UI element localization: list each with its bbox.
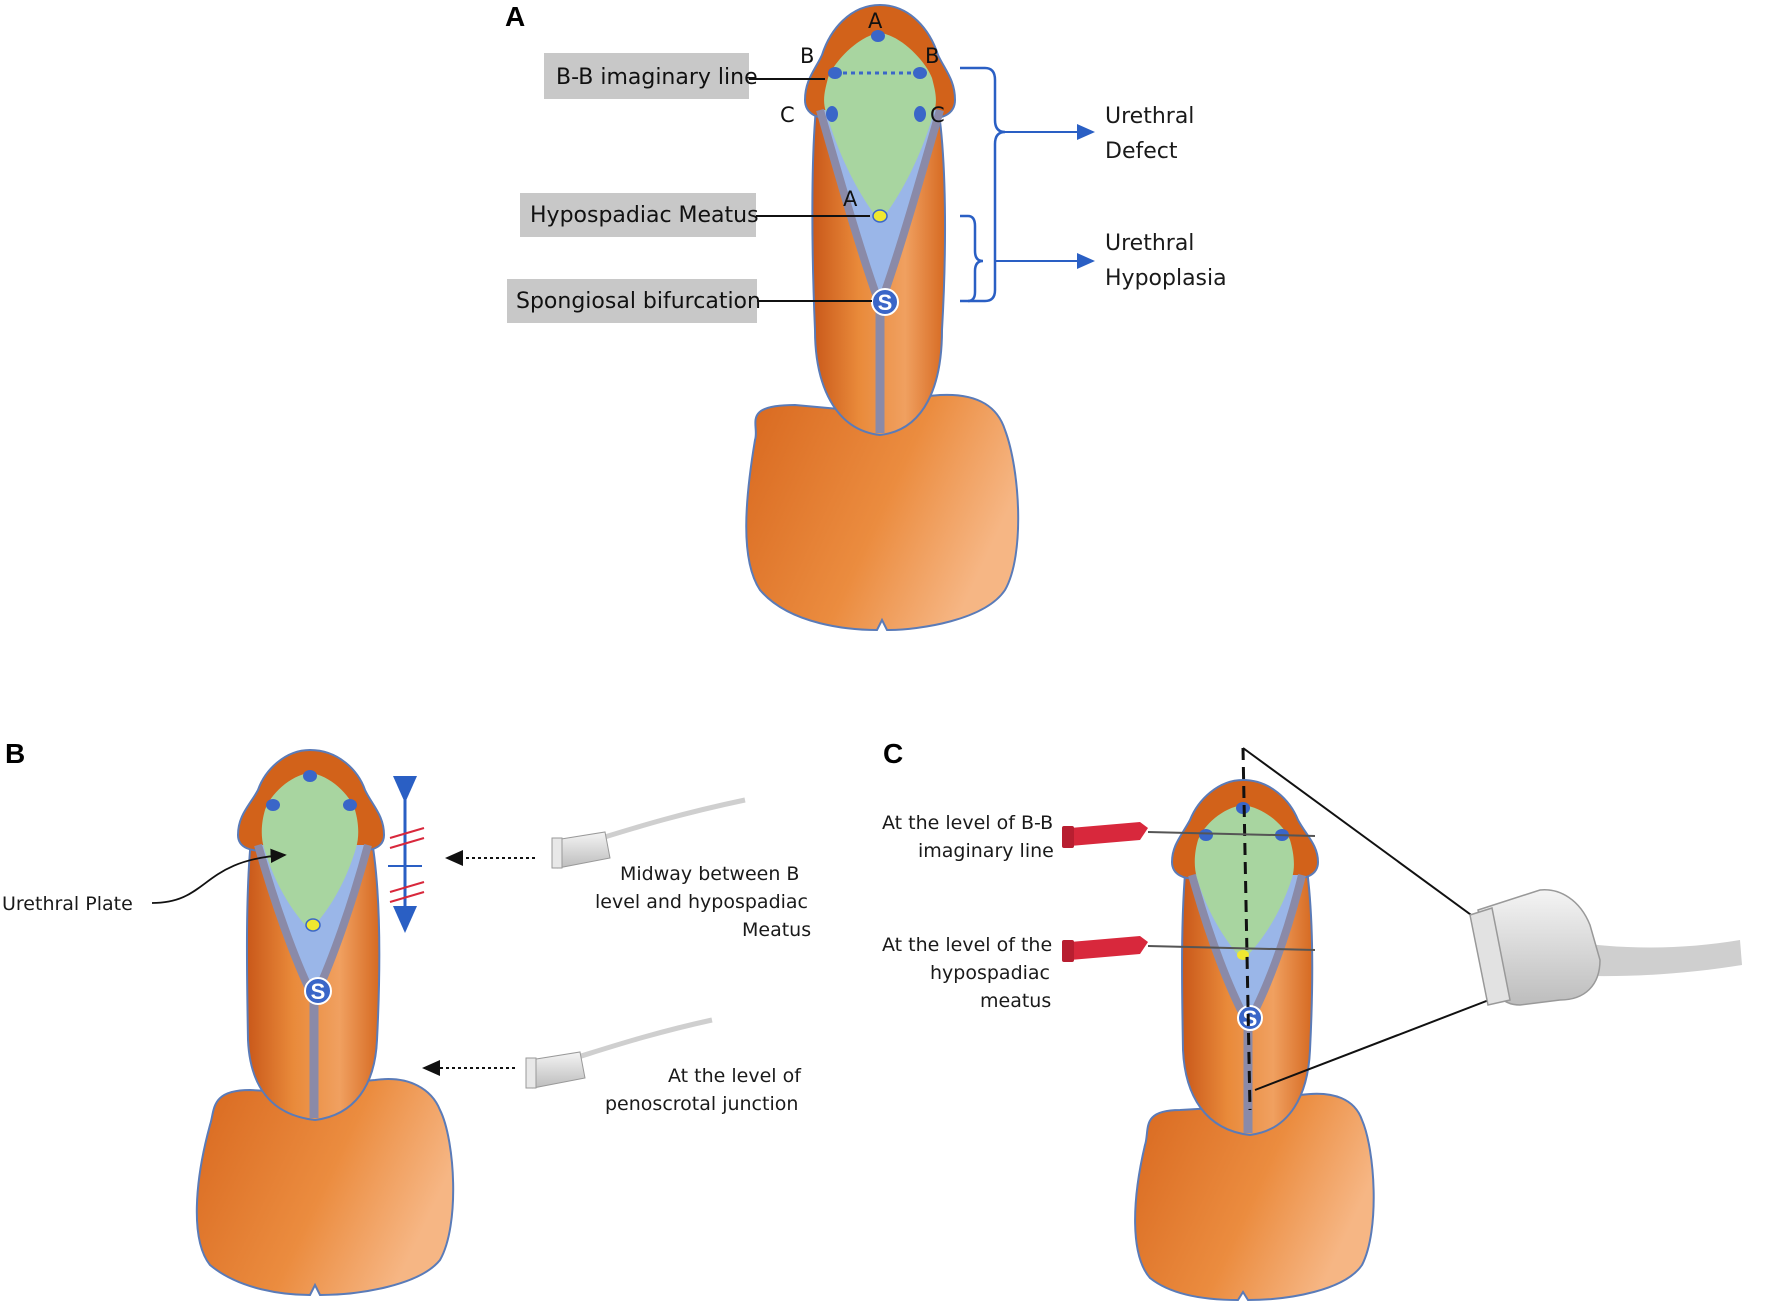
panel-c-needle-1: [1062, 822, 1316, 848]
panel-b-probe2-line2: penoscrotal junction: [605, 1093, 798, 1115]
panel-a-defect-line1: Urethral: [1105, 104, 1194, 129]
panel-a-box-bifurcation-text: Spongiosal bifurcation: [516, 289, 761, 314]
panel-b-letter: B: [5, 738, 25, 769]
panel-b-ultrasound-probe-1: [551, 797, 746, 869]
panel-a-s-label: S: [878, 290, 893, 315]
panel-c-needle2-line2: hypospadiac: [930, 962, 1050, 984]
panel-b-probe1-line3: Meatus: [742, 919, 811, 941]
panel-c-probe-field-top: [1242, 747, 1479, 921]
panel-a-urethral-plate: [824, 33, 936, 215]
panel-a-label-b-right: B: [925, 44, 939, 68]
panel-a-label-c-right: C: [930, 103, 945, 127]
panel-a-letter: A: [505, 1, 525, 32]
panel-b-urethral-plate-pointer: [151, 848, 287, 904]
panel-b-probe1-line2: level and hypospadiac: [595, 891, 808, 913]
panel-a-point-b-right: [913, 67, 927, 79]
panel-c-needle1-line2: imaginary line: [918, 840, 1054, 862]
panel-a-hypoplasia-line2: Hypoplasia: [1105, 266, 1227, 291]
panel-a-box-meatus: [520, 193, 756, 237]
panel-a-box-meatus-text: Hypospadiac Meatus: [530, 203, 759, 228]
panel-c-needle2-line3: meatus: [980, 990, 1051, 1012]
panel-a-hypospadiac-meatus: [872, 209, 888, 223]
panel-b-hash-2: [389, 837, 425, 849]
panel-c-urethral-plate: [1194, 805, 1294, 955]
panel-a-defect-line2: Defect: [1105, 139, 1178, 164]
panel-b-scrotum: [195, 1078, 455, 1297]
panel-c-needle1-line1: At the level of B-B: [882, 812, 1053, 834]
panel-c-point-b-left: [1199, 829, 1213, 841]
panel-c-probe-field-bottom: [1254, 989, 1516, 1091]
panel-b-ultrasound-probe-2: [525, 1017, 713, 1089]
panel-b-point-b-left: [266, 799, 280, 811]
panel-b-hash-4: [389, 891, 425, 903]
panel-b-spongiosal-bifurcation-point: [304, 977, 332, 1005]
panel-b-point-a-top: [303, 770, 317, 782]
panel-a-box-bb-line-text: B-B imaginary line: [556, 65, 758, 90]
panel-b-hash-1: [389, 827, 425, 839]
panel-a-label-a-meatus: A: [843, 187, 858, 211]
panel-b-probe1-line1: Midway between B: [620, 863, 799, 885]
panel-a-bracket-hypoplasia: [960, 214, 984, 303]
panel-c-spongiosal-bifurcation-point: [1237, 1005, 1263, 1031]
panel-c-needle-2: [1062, 936, 1316, 962]
panel-a-point-c-right: [914, 106, 926, 122]
panel-c-letter: C: [883, 738, 903, 769]
panel-a-point-a-top: [871, 30, 885, 42]
panel-a-box-bifurcation: [507, 279, 757, 323]
panel-a-box-bb-line: [544, 53, 749, 99]
panel-a: A S A B B C C A B-B imaginary: [505, 1, 1227, 632]
panel-b-s-label: S: [311, 979, 326, 1004]
panel-a-label-c-left: C: [780, 103, 795, 127]
panel-c-dashed-probe-line: [1241, 747, 1252, 1111]
panel-c-scrotum: [1134, 1092, 1375, 1302]
panel-c-ultrasound-probe: [1469, 889, 1742, 1006]
panel-a-point-b-left: [828, 67, 842, 79]
panel-b-groove-left: [254, 843, 316, 997]
panel-a-label-b-left: B: [800, 44, 814, 68]
panel-c: C S: [882, 738, 1742, 1302]
panel-b: B S Urethral Plate Midway between: [2, 738, 811, 1297]
panel-b-urethral-plate-label: Urethral Plate: [2, 893, 133, 915]
panel-c-s-label: S: [1243, 1006, 1258, 1031]
panel-a-groove-left: [816, 108, 882, 302]
panel-a-point-c-left: [826, 106, 838, 122]
panel-b-hash-3: [389, 881, 425, 893]
panel-a-groove-right: [878, 108, 944, 302]
panel-b-urethral-plate: [261, 773, 359, 925]
panel-c-groove-left: [1188, 873, 1250, 1022]
panel-b-point-b-right: [343, 799, 357, 811]
panel-c-needle2-line1: At the level of the: [882, 934, 1052, 956]
panel-a-label-a-top: A: [868, 9, 883, 33]
panel-a-scrotum: [745, 393, 1020, 632]
panel-a-hypoplasia-line1: Urethral: [1105, 231, 1194, 256]
panel-b-probe2-line1: At the level of: [668, 1065, 802, 1087]
panel-a-bracket-defect: [960, 66, 1006, 303]
panel-b-hypospadiac-meatus: [305, 918, 321, 932]
